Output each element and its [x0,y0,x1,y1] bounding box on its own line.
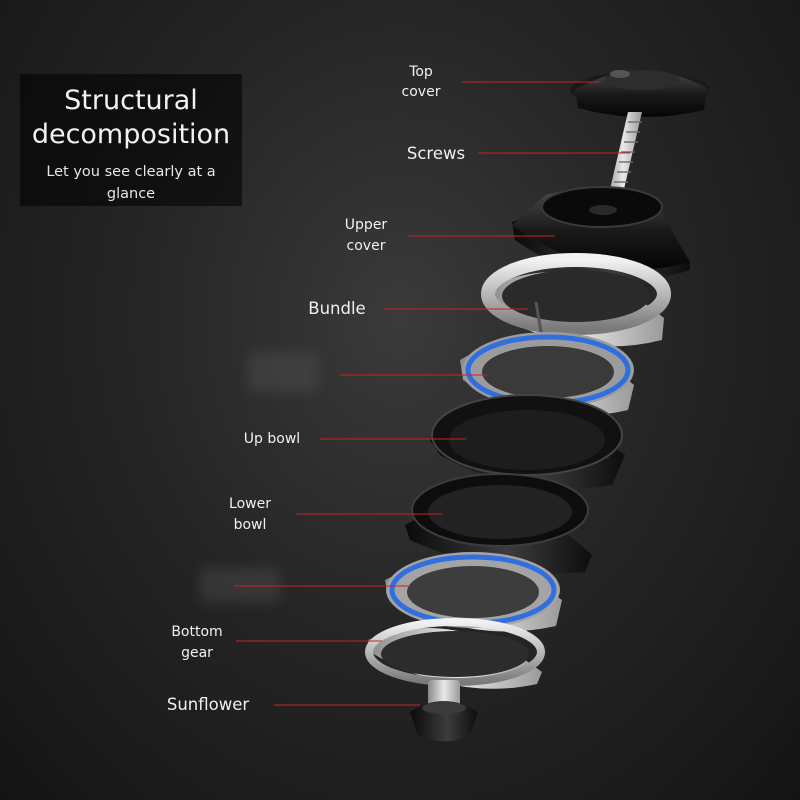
subtitle-line-1: Let you see clearly at a [46,164,216,180]
label-lower-bowl-1: Lower [229,496,271,512]
lower-bearing-part [385,552,562,632]
up-bowl-part [430,394,625,489]
label-upper-cover-1: Upper [344,217,388,233]
bundle-ring-part [481,253,671,347]
label-bottom-gear-1: Bottom [171,624,223,640]
label-upper-cover-2: cover [346,238,386,254]
bottom-gear-part [365,618,545,689]
label-bottom-gear-2: gear [181,645,213,661]
lower-bowl-part [405,473,592,574]
label-screws: Screws [406,144,466,163]
subtitle-line-2: glance [106,186,156,202]
blurred-label [248,352,318,392]
label-top-cover-2: cover [401,84,441,100]
leader-lines [234,81,630,706]
label-up-bowl: Up bowl [243,431,301,447]
label-bundle: Bundle [308,299,366,318]
title-panel [20,74,242,206]
label-lower-bowl-2: bowl [233,517,267,533]
blurred-label [200,568,280,602]
sunflower-part [410,680,478,742]
top-cover-part [570,70,710,118]
label-top-cover-1: Top [409,64,433,80]
title-line-1: Structural [64,85,198,116]
title-line-2: decomposition [31,119,231,150]
label-sunflower: Sunflower [166,695,250,714]
